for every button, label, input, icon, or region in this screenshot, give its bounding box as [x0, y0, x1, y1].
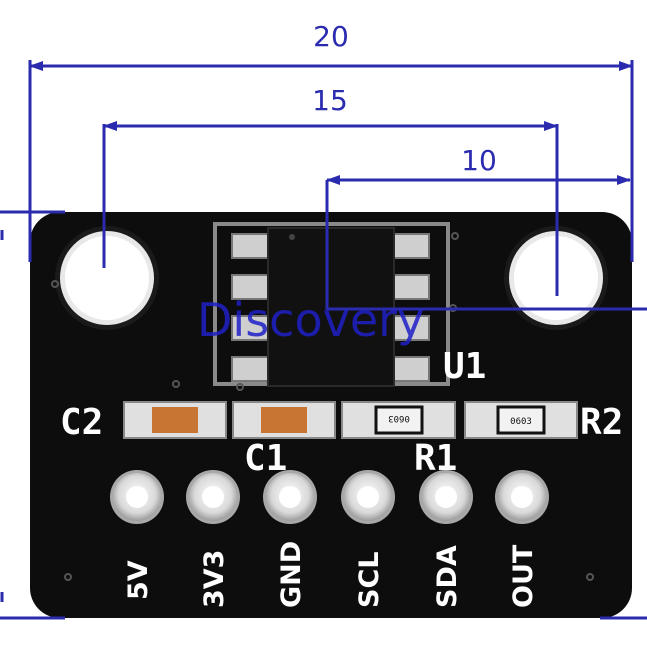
dimension-hole-spacing-label: 15	[312, 84, 348, 117]
mounting-hole-left	[55, 226, 159, 330]
dimension-height	[0, 210, 647, 620]
watermark: Discovery	[197, 293, 424, 347]
header-pin-6	[495, 470, 549, 524]
dimension-ic-offset-label: 10	[461, 144, 497, 177]
c1-body	[261, 407, 307, 433]
r1-code: 0603	[388, 413, 410, 423]
pin-label-out: OUT	[508, 544, 539, 608]
header-pin-3	[263, 470, 317, 524]
pin-label-sda: SDA	[432, 545, 463, 608]
header-pin-1	[110, 470, 164, 524]
header-pin-2	[186, 470, 240, 524]
r2-body	[496, 405, 546, 435]
dimension-hole-spacing: 15	[102, 84, 559, 296]
c2-body	[152, 407, 198, 433]
dimension-width-total: 20	[28, 20, 634, 262]
header-pin-4	[341, 470, 395, 524]
dimension-width-total-label: 20	[313, 20, 349, 53]
r1-body	[374, 405, 424, 435]
pin-label-3v3: 3V3	[199, 550, 230, 608]
ic-pins-left	[231, 233, 269, 382]
pin-label-scl: SCL	[354, 552, 385, 608]
r2-code: 0603	[510, 417, 532, 427]
pin-label-5v: 5V	[123, 560, 154, 600]
dimension-ic-offset: 10	[325, 144, 647, 311]
ic-pin1-dot	[289, 234, 295, 240]
ic-body	[267, 227, 395, 387]
c2-label: C2	[60, 402, 103, 443]
ic-ref-label: U1	[443, 346, 486, 387]
pin-label-gnd: GND	[276, 541, 307, 608]
header-pin-5	[419, 470, 473, 524]
r2-label: R2	[580, 402, 623, 443]
